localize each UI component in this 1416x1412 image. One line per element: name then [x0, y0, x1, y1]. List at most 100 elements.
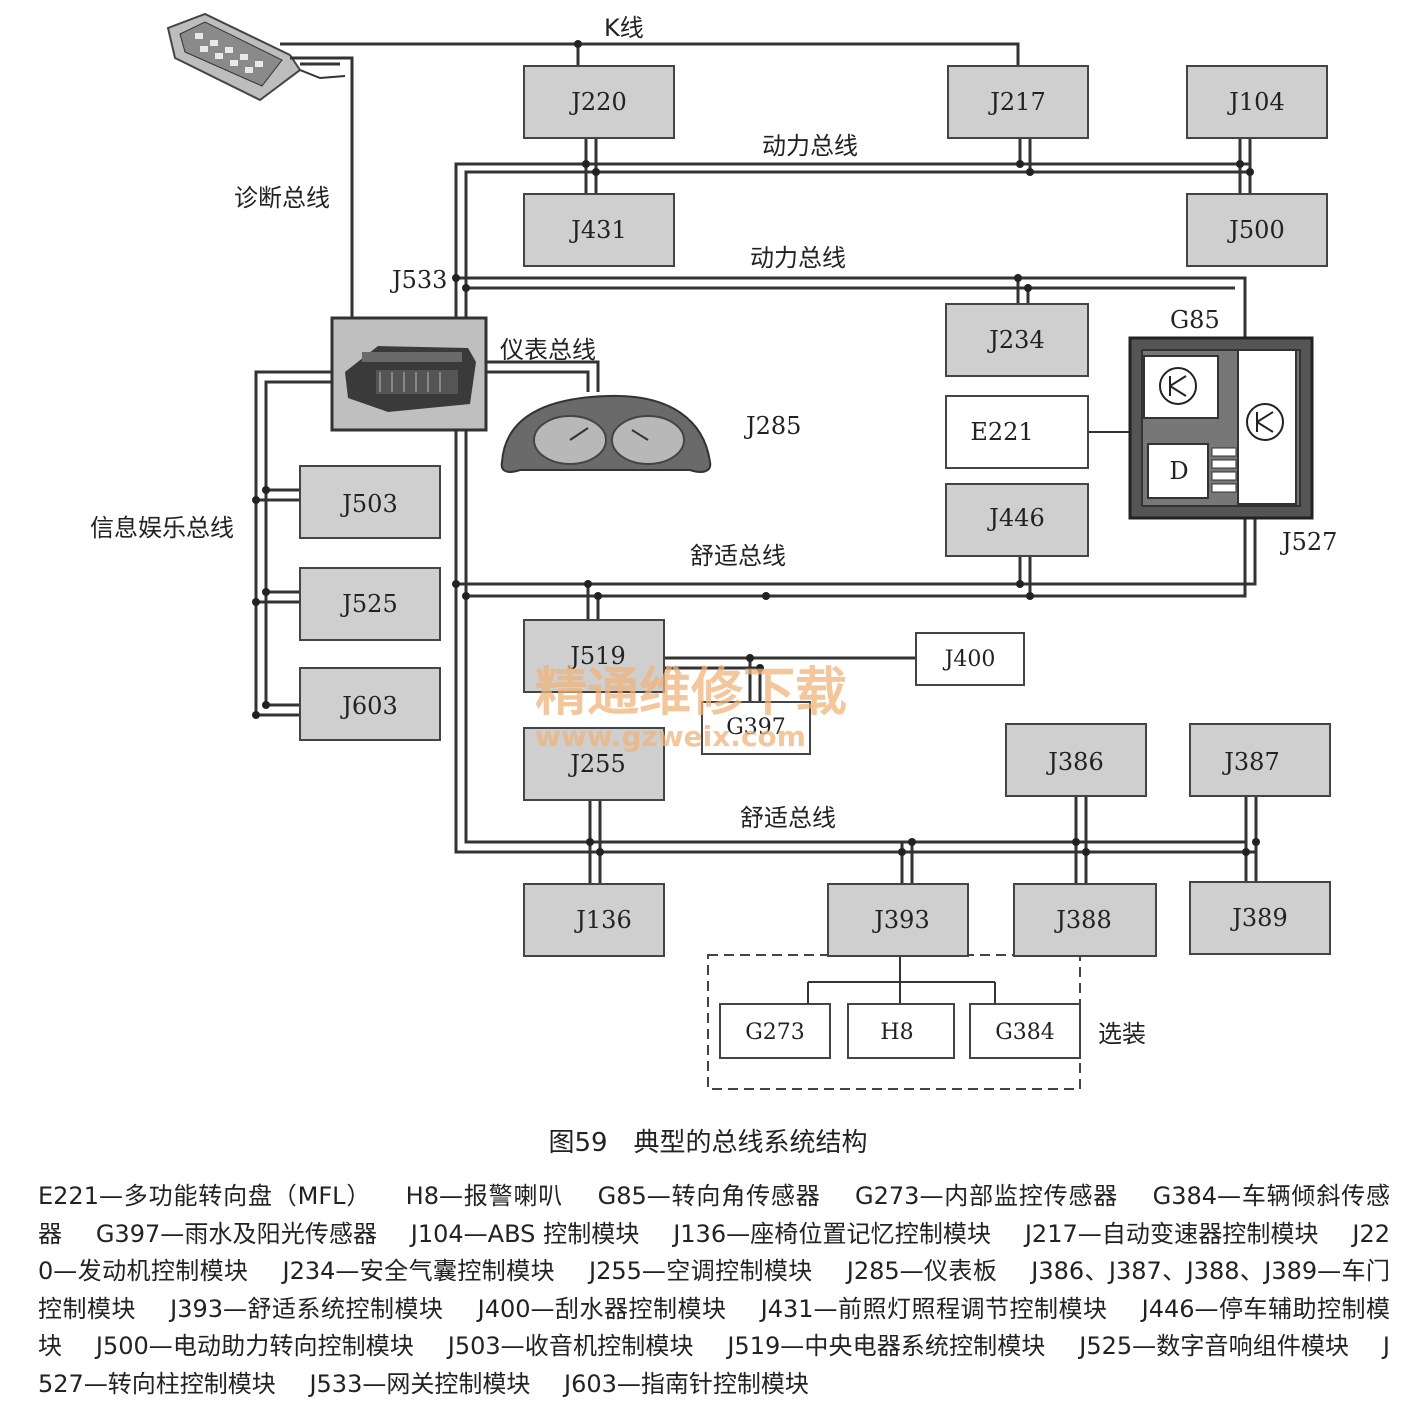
label-comfort-bus-2: 舒适总线 — [740, 804, 836, 832]
module-G273: G273 — [719, 1003, 831, 1059]
svg-text:J217: J217 — [987, 88, 1045, 116]
svg-text:G384: G384 — [995, 1020, 1055, 1045]
legend-item: J136—座椅位置记忆控制模块 — [673, 1219, 992, 1248]
module-J603: J603 — [299, 667, 441, 741]
infotainment-bus — [252, 370, 332, 719]
svg-text:J387: J387 — [1221, 748, 1279, 776]
svg-text:J431: J431 — [568, 216, 626, 244]
svg-text:J136: J136 — [573, 906, 631, 934]
diagnostic-connector — [166, 12, 346, 102]
module-J431: J431 — [523, 193, 675, 267]
legend-item: J217—自动变速器控制模块 — [1024, 1219, 1319, 1248]
comfort-bus-2 — [586, 796, 1260, 884]
legend-item: J104—ABS 控制模块 — [410, 1219, 640, 1248]
bus-system-diagram: J220 J217 J104 J431 J500 J234 E221 J446 … — [90, 12, 1337, 1090]
legend-item: J400—刮水器控制模块 — [477, 1294, 727, 1323]
legend-item: J527—转向柱控制模块 — [38, 1332, 1390, 1398]
module-G384: G384 — [969, 1003, 1081, 1059]
module-J386: J386 — [1005, 723, 1147, 797]
svg-text:J446: J446 — [986, 504, 1044, 532]
legend-item: J393—舒适系统控制模块 — [170, 1294, 444, 1323]
label-J533: J533 — [389, 266, 447, 294]
legend-item: H8—报警喇叭 — [405, 1182, 564, 1210]
svg-text:H8: H8 — [880, 1020, 913, 1045]
svg-text:J525: J525 — [339, 590, 397, 618]
legend-item: J503—收音机控制模块 — [447, 1332, 694, 1360]
svg-text:J389: J389 — [1229, 904, 1287, 932]
module-J387: J387 — [1189, 723, 1331, 797]
svg-text:E221: E221 — [970, 418, 1033, 446]
module-J234: J234 — [945, 303, 1089, 377]
label-J285: J285 — [743, 412, 801, 440]
legend-item: J220—发动机控制模块 — [38, 1219, 1391, 1286]
legend-item: J446—停车辅助控制模块 — [38, 1294, 1391, 1361]
label-infotainment-bus: 信息娱乐总线 — [90, 514, 234, 542]
legend-item: J500—电动助力转向控制模块 — [95, 1332, 415, 1360]
svg-text:J255: J255 — [567, 750, 625, 778]
legend-item: G273—内部监控传感器 — [855, 1182, 1119, 1210]
label-powertrain-bus-2: 动力总线 — [750, 244, 846, 272]
label-J527: J527 — [1279, 528, 1337, 556]
figure-caption: 图59 典型的总线系统结构 — [548, 1128, 868, 1158]
svg-text:J503: J503 — [339, 490, 397, 518]
module-J388: J388 — [1013, 883, 1157, 957]
legend-item: G384—车辆倾斜传感器 — [38, 1182, 1390, 1248]
legend-item: G85—转向角传感器 — [597, 1182, 821, 1210]
steering-column-J527: D — [1128, 336, 1314, 520]
legend-item: J603—指南针控制模块 — [563, 1369, 809, 1398]
svg-text:J388: J388 — [1053, 906, 1111, 934]
module-J503: J503 — [299, 465, 441, 539]
legend: E221—多功能转向盘（MFL） H8—报警喇叭 G85—转向角传感器 G273… — [38, 1178, 1390, 1403]
legend-item: G397—雨水及阳光传感器 — [95, 1219, 378, 1248]
powertrain-bus-2 — [452, 274, 1247, 338]
svg-text:J386: J386 — [1045, 748, 1103, 776]
module-J519: J519 — [523, 619, 665, 693]
label-comfort-bus-1: 舒适总线 — [690, 542, 786, 570]
module-D-label: D — [1169, 457, 1188, 485]
k-line-bus — [280, 40, 1020, 318]
svg-text:J234: J234 — [986, 326, 1044, 354]
svg-text:精通维修下载: 精通维修下载 — [535, 663, 847, 723]
module-G397: G397 — [701, 701, 811, 755]
label-G85: G85 — [1170, 306, 1220, 334]
module-J400: J400 — [915, 632, 1025, 686]
label-powertrain-bus-1: 动力总线 — [762, 132, 858, 160]
module-J136: J136 — [523, 883, 665, 957]
module-J389: J389 — [1189, 881, 1331, 955]
module-J500: J500 — [1186, 193, 1328, 267]
legend-item: J386、J387、J388、J389—车门控制模块 — [38, 1257, 1390, 1323]
module-J393: J393 — [827, 883, 969, 957]
svg-text:J603: J603 — [339, 692, 397, 720]
instrument-bus — [486, 360, 600, 392]
svg-text:www.gzweix.com: www.gzweix.com — [535, 720, 806, 753]
module-E221: E221 — [945, 395, 1089, 469]
label-instrument-bus: 仪表总线 — [500, 336, 596, 364]
label-optional: 选装 — [1098, 1020, 1146, 1048]
g85-sensor-cell — [1143, 355, 1219, 419]
module-J104: J104 — [1186, 65, 1328, 139]
svg-text:G273: G273 — [745, 1020, 805, 1045]
instrument-cluster-J285 — [500, 394, 712, 473]
module-J220: J220 — [523, 65, 675, 139]
module-J446: J446 — [945, 483, 1089, 557]
legend-item: J533—网关控制模块 — [309, 1369, 531, 1398]
svg-text:G397: G397 — [726, 715, 786, 740]
svg-text:J393: J393 — [871, 906, 929, 934]
watermark: 精通维修下载 www.gzweix.com — [535, 663, 847, 753]
gateway-J533 — [330, 316, 488, 432]
label-k-line: K线 — [604, 14, 644, 42]
module-J217: J217 — [947, 65, 1089, 139]
j519-lin-bus — [664, 654, 916, 702]
svg-text:J104: J104 — [1226, 88, 1284, 116]
legend-item: E221—多功能转向盘（MFL） — [38, 1182, 372, 1210]
module-J255: J255 — [523, 727, 665, 801]
module-H8: H8 — [847, 1003, 955, 1059]
powertrain-bus-1 — [454, 138, 1254, 318]
legend-item: J525—数字音响组件模块 — [1079, 1332, 1350, 1360]
svg-text:J220: J220 — [568, 88, 626, 116]
legend-item: J255—空调控制模块 — [589, 1257, 813, 1285]
legend-item: J234—安全气囊控制模块 — [282, 1257, 555, 1285]
module-J525: J525 — [299, 567, 441, 641]
legend-item: J285—仪表板 — [846, 1257, 998, 1285]
svg-text:J500: J500 — [1226, 216, 1284, 244]
